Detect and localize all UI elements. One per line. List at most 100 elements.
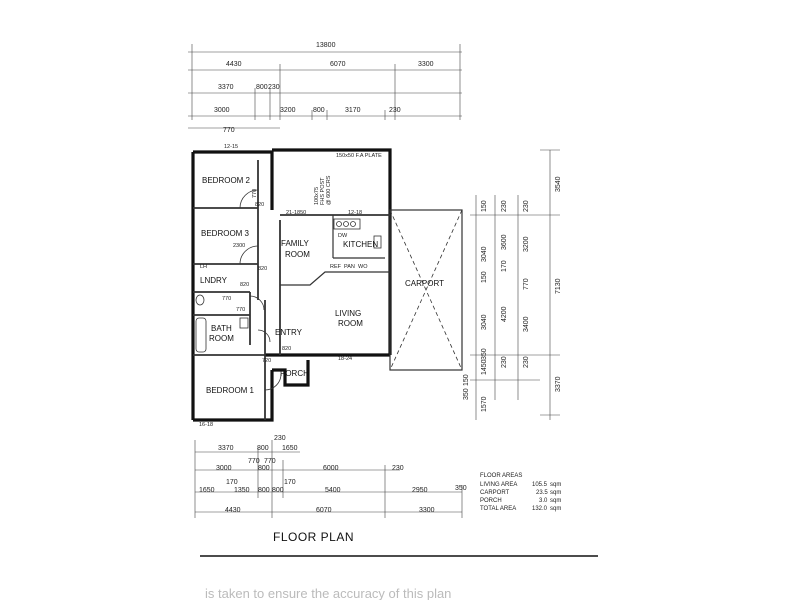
interior-walls bbox=[193, 160, 390, 420]
dim-right: 230 bbox=[523, 356, 530, 368]
bottom-dimension-labels: 3370 800 1650 230 770 770 3000 800 6000 … bbox=[199, 435, 467, 514]
dim-bottom: 170 bbox=[284, 479, 296, 486]
dim-right: 770 bbox=[523, 278, 530, 290]
dim-top: 230 bbox=[389, 107, 401, 114]
svg-text:sqm: sqm bbox=[550, 482, 561, 488]
annotation: PAN bbox=[344, 264, 355, 270]
dim-right: 3040 bbox=[481, 314, 488, 330]
dim-top: 230 bbox=[268, 84, 280, 91]
floor-area-row: PORCH 3.0 sqm bbox=[480, 498, 561, 504]
annotation: 820 bbox=[282, 346, 291, 352]
dim-bottom: 2950 bbox=[412, 487, 428, 494]
floor-area-row: TOTAL AREA 132.0 sqm bbox=[480, 506, 561, 512]
dim-right: 1570 bbox=[481, 396, 488, 412]
room-labels: BEDROOM 2 BEDROOM 3 BEDROOM 1 FAMILY ROO… bbox=[200, 176, 444, 395]
floor-area-row: CARPORT 23.5 sqm bbox=[480, 490, 561, 496]
annotation: 150x50 F.A PLATE bbox=[336, 153, 382, 159]
right-dimension-labels: 150 3040 150 3040 350 1450 150 350 1570 … bbox=[463, 176, 562, 412]
annotation: DW bbox=[338, 233, 348, 239]
dim-top: 3000 bbox=[214, 107, 230, 114]
dim-right: 3600 bbox=[501, 234, 508, 250]
dim-bottom: 5400 bbox=[325, 487, 341, 494]
room-label-living: LIVING bbox=[335, 309, 361, 318]
annotation: 12-15 bbox=[224, 144, 238, 150]
annotation: 720 bbox=[262, 358, 271, 364]
top-dimension-labels: 13800 4430 6070 3300 3370 800 230 3000 3… bbox=[214, 42, 434, 134]
dim-bottom: 770 bbox=[248, 458, 260, 465]
annotation: 2300 bbox=[233, 243, 245, 249]
room-label-bedroom-3: BEDROOM 3 bbox=[201, 229, 250, 238]
dim-bottom: 6070 bbox=[316, 507, 332, 514]
top-dimension-lines bbox=[188, 44, 462, 129]
annotation: LH bbox=[200, 264, 207, 270]
svg-text:sqm: sqm bbox=[550, 498, 561, 504]
bottom-dimension-lines bbox=[194, 440, 463, 518]
floor-areas-heading: FLOOR AREAS bbox=[480, 473, 522, 479]
door-swings bbox=[239, 189, 282, 391]
room-label-carport: CARPORT bbox=[405, 279, 444, 288]
annotation: 820 bbox=[255, 202, 264, 208]
annotation: REF bbox=[330, 264, 342, 270]
room-label-bedroom-2: BEDROOM 2 bbox=[202, 176, 251, 185]
svg-text:132.0: 132.0 bbox=[532, 506, 548, 512]
floor-area-row: LIVING AREA 105.5 sqm bbox=[480, 482, 561, 488]
svg-text:23.5: 23.5 bbox=[536, 490, 548, 496]
room-label-porch: PORCH bbox=[280, 369, 309, 378]
dim-right: 3200 bbox=[523, 236, 530, 252]
plan-annotations: 12-15 150x50 F.A PLATE 100x75 FHS POST @… bbox=[199, 144, 382, 428]
svg-text:PORCH: PORCH bbox=[480, 498, 502, 504]
svg-text:TOTAL AREA: TOTAL AREA bbox=[480, 506, 516, 512]
dim-right: 230 bbox=[501, 356, 508, 368]
dim-bottom: 3000 bbox=[216, 465, 232, 472]
dim-top: 3300 bbox=[418, 61, 434, 68]
annotation: WO bbox=[358, 264, 368, 270]
dim-bottom: 1350 bbox=[234, 487, 250, 494]
dim-bottom: 170 bbox=[226, 479, 238, 486]
dim-right: 3400 bbox=[523, 316, 530, 332]
dim-right: 350 bbox=[463, 388, 470, 400]
room-label-laundry: LNDRY bbox=[200, 276, 228, 285]
room-label-living-2: ROOM bbox=[338, 319, 363, 328]
svg-text:CARPORT: CARPORT bbox=[480, 490, 510, 496]
dim-top: 770 bbox=[223, 127, 235, 134]
room-label-kitchen: KITCHEN bbox=[343, 240, 378, 249]
dim-bottom: 6000 bbox=[323, 465, 339, 472]
svg-text:sqm: sqm bbox=[550, 506, 561, 512]
dim-bottom: 3370 bbox=[218, 445, 234, 452]
annotation: 16-18 bbox=[199, 422, 213, 428]
dim-bottom: 230 bbox=[274, 435, 286, 442]
annotation: 770 bbox=[252, 189, 258, 198]
dim-right: 150 bbox=[463, 374, 470, 386]
dim-right: 3540 bbox=[555, 176, 562, 192]
plan-title: FLOOR PLAN bbox=[273, 530, 354, 544]
dim-bottom: 800 bbox=[258, 487, 270, 494]
annotation: 18-24 bbox=[338, 356, 352, 362]
dim-bottom: 800 bbox=[258, 465, 270, 472]
footer-disclaimer: is taken to ensure the accuracy of this … bbox=[205, 586, 451, 600]
room-label-family: FAMILY bbox=[281, 239, 310, 248]
dim-bottom: 1650 bbox=[199, 487, 215, 494]
dim-right: 1450 bbox=[481, 359, 488, 375]
annotation: 770 bbox=[236, 307, 245, 313]
dim-bottom: 800 bbox=[272, 487, 284, 494]
annotation: 820 bbox=[240, 282, 249, 288]
room-label-family-2: ROOM bbox=[285, 250, 310, 259]
annotation: FHS POST bbox=[320, 177, 326, 205]
dim-bottom: 3300 bbox=[419, 507, 435, 514]
svg-text:105.5: 105.5 bbox=[532, 482, 548, 488]
dim-bottom: 230 bbox=[392, 465, 404, 472]
room-label-bedroom-1: BEDROOM 1 bbox=[206, 386, 255, 395]
room-label-bath: BATH bbox=[211, 324, 232, 333]
room-label-entry: ENTRY bbox=[275, 328, 303, 337]
svg-text:sqm: sqm bbox=[550, 490, 561, 496]
dim-top-total: 13800 bbox=[316, 42, 336, 49]
dim-top: 3170 bbox=[345, 107, 361, 114]
annotation: 12-18 bbox=[348, 210, 362, 216]
svg-text:3.0: 3.0 bbox=[539, 498, 548, 504]
dim-right: 230 bbox=[501, 200, 508, 212]
annotation: 21-1850 bbox=[286, 210, 306, 216]
dim-top: 3370 bbox=[218, 84, 234, 91]
dim-top: 4430 bbox=[226, 61, 242, 68]
dim-right: 150 bbox=[481, 200, 488, 212]
